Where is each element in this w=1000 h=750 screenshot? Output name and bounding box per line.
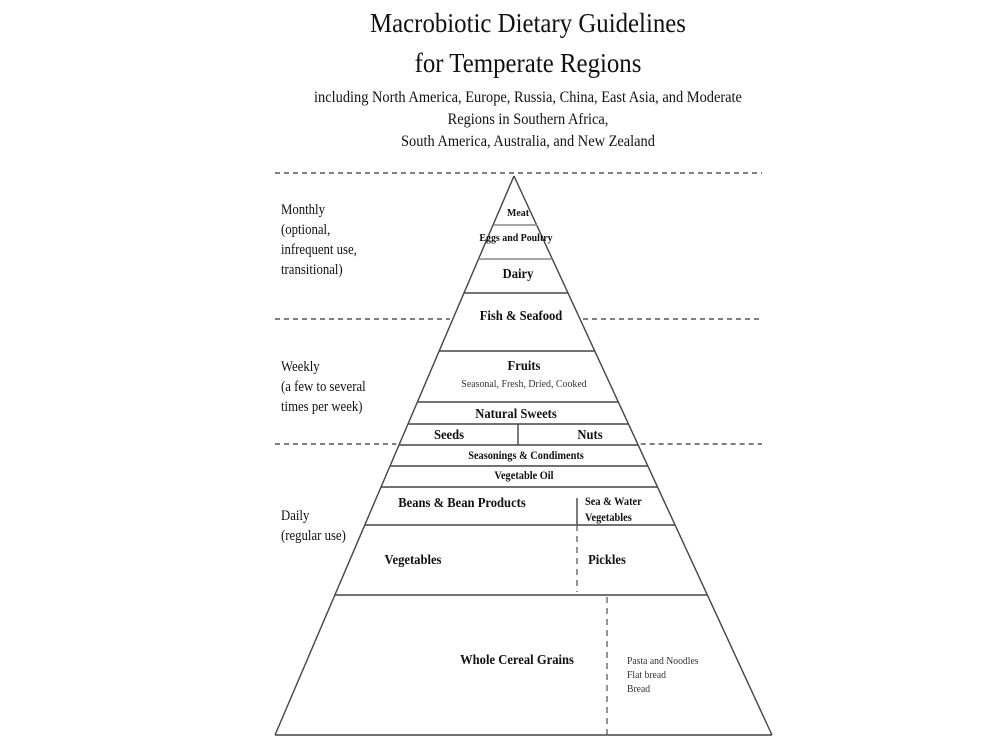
grain-product-item: Bread [627,683,651,695]
frequency-monthly: Monthly (optional, infrequent use, trans… [281,200,357,280]
grain-product-item: Pasta and Noodles [627,655,699,667]
daily-label: Daily [281,508,310,524]
fruits-detail: Seasonal, Fresh, Dried, Cooked [461,378,587,390]
title-line-1: Macrobiotic Dietary Guidelines [370,8,686,38]
weekly-label: Weekly [281,359,320,375]
monthly-label: Monthly [281,202,325,218]
monthly-note: transitional) [281,262,343,278]
grain-products-list: Pasta and Noodles Flat bread Bread [627,654,699,696]
tier-seasonings: Seasonings & Condiments [468,450,584,462]
tier-seeds: Seeds [433,428,465,443]
tier-whole-grains: Whole Cereal Grains [460,653,574,668]
sea-vegetables-line: Vegetables [585,512,632,524]
sea-vegetables-line: Sea & Water [585,496,642,508]
daily-note: (regular use) [281,528,346,544]
frequency-daily: Daily (regular use) [281,506,346,546]
tier-nuts: Nuts [577,428,603,443]
subtitle-line-2: Regions in Southern Africa, [447,111,609,128]
monthly-note: infrequent use, [281,242,357,258]
tier-fruits: Fruits [507,359,541,374]
subtitle-line-3: South America, Australia, and New Zealan… [401,133,655,150]
frequency-weekly: Weekly (a few to several times per week) [281,357,366,417]
monthly-note: (optional, [281,222,331,238]
tier-beans: Beans & Bean Products [398,496,526,511]
tier-sea-vegetables: Sea & Water Vegetables [585,494,642,526]
pyramid-right-edge [513,175,773,736]
tier-natural-sweets: Natural Sweets [475,407,557,422]
title-line-2: for Temperate Regions [414,48,642,78]
pyramid-left-edge [274,175,515,736]
tier-dairy: Dairy [502,267,534,282]
grain-product-item: Flat bread [627,669,666,681]
tier-eggs-poultry: Eggs and Poultry [479,232,553,244]
tier-vegetable-oil: Vegetable Oil [494,470,554,482]
tier-meat: Meat [507,207,529,219]
weekly-note: (a few to several [281,379,366,395]
weekly-note: times per week) [281,399,363,415]
tier-vegetables: Vegetables [384,553,442,568]
subtitle-line-1: including North America, Europe, Russia,… [314,89,742,106]
tier-pickles: Pickles [588,553,626,568]
tier-fish-seafood: Fish & Seafood [479,309,563,324]
